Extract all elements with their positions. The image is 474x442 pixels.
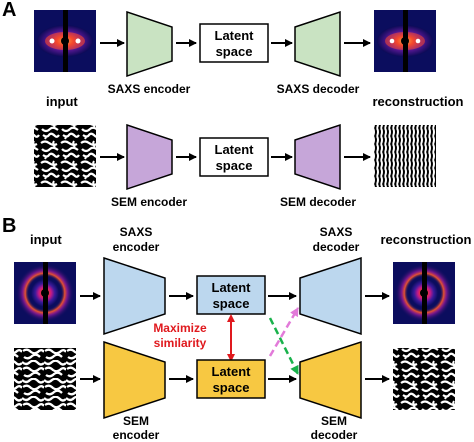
saxs-encoder-label-b: encoder	[113, 240, 160, 254]
saxs-input-image-a	[34, 10, 96, 72]
input-label-b: input	[30, 232, 62, 247]
saxs-output-image-a	[374, 10, 436, 72]
saxs-decoder-label-b: SAXS	[320, 225, 353, 239]
latent-text: space	[213, 296, 250, 311]
latent-text: space	[213, 380, 250, 395]
sem-encoder-label-a: SEM encoder	[111, 195, 187, 209]
reconstruction-label-a: reconstruction	[372, 94, 463, 109]
sem-encoder-label-b: SEM	[123, 414, 149, 428]
sem-input-image-a	[34, 125, 96, 187]
similarity-label: similarity	[154, 336, 207, 350]
sem-encoder-a	[126, 123, 173, 191]
similarity-label: Maximize	[153, 321, 207, 335]
sem-input-image-b	[14, 348, 76, 410]
cross-arrow-green	[268, 317, 300, 375]
cross-arrow-magenta	[268, 307, 300, 357]
latent-text: space	[216, 158, 253, 173]
latent-text: Latent	[212, 280, 252, 295]
sem-decoder-a	[294, 123, 341, 191]
latent-text: Latent	[212, 364, 252, 379]
saxs-decoder-label-b: decoder	[313, 240, 360, 254]
latent-space-a2	[199, 137, 269, 177]
latent-text: space	[216, 44, 253, 59]
sem-decoder-label-a: SEM decoder	[280, 195, 356, 209]
saxs-decoder-a	[294, 10, 341, 78]
saxs-decoder-label-a: SAXS decoder	[277, 82, 360, 96]
panel-a-label: A	[2, 0, 16, 21]
sem-decoder-label-b: decoder	[311, 428, 358, 442]
reconstruction-label-b: reconstruction	[380, 232, 471, 247]
latent-space-b-top	[196, 275, 266, 315]
saxs-encoder-b	[103, 256, 166, 336]
saxs-encoder-label-a: SAXS encoder	[108, 82, 191, 96]
saxs-encoder-label-b: SAXS	[120, 225, 153, 239]
latent-text: Latent	[215, 142, 255, 157]
panel-b-label: B	[2, 215, 16, 237]
latent-text: Latent	[215, 28, 255, 43]
sem-decoder-b	[299, 340, 362, 420]
sem-output-image-a	[374, 125, 436, 187]
sem-decoder-label-b: SEM	[321, 414, 347, 428]
saxs-decoder-b	[299, 256, 362, 336]
saxs-encoder-a	[126, 10, 173, 78]
sem-output-image-b	[393, 348, 455, 410]
input-label-a: input	[46, 94, 78, 109]
latent-space-a1	[199, 23, 269, 63]
sem-encoder-label-b: encoder	[113, 428, 160, 442]
saxs-input-image-b	[14, 262, 76, 324]
sem-encoder-b	[103, 340, 166, 420]
latent-space-b-bottom	[196, 359, 266, 399]
saxs-output-image-b	[393, 262, 455, 324]
